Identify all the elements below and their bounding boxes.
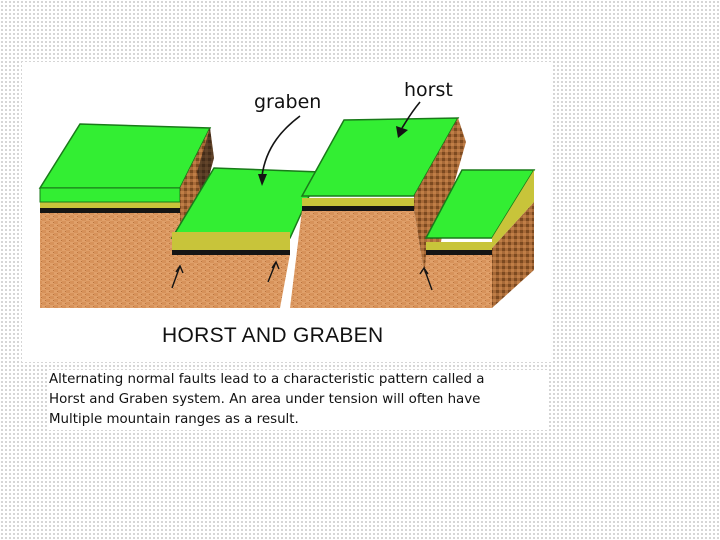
diagram-title: HORST AND GRABEN bbox=[162, 324, 383, 347]
horst-label: horst bbox=[404, 79, 453, 101]
caption-text: Alternating normal faults lead to a char… bbox=[49, 370, 549, 430]
caption-line: Multiple mountain ranges as a result. bbox=[49, 412, 299, 427]
caption-line: Alternating normal faults lead to a char… bbox=[49, 372, 485, 387]
label-pointer-arrows bbox=[258, 101, 421, 186]
caption-line: Horst and Graben system. An area under t… bbox=[49, 392, 481, 407]
horst-graben-diagram: graben horst HORST AND GRABEN bbox=[38, 79, 536, 347]
fault-arrows bbox=[171, 260, 433, 291]
right-graben-block bbox=[422, 169, 536, 308]
left-horst-block bbox=[38, 123, 212, 308]
left-graben-block bbox=[170, 167, 322, 308]
diagram-panel: graben horst HORST AND GRABEN bbox=[22, 62, 552, 362]
graben-label: graben bbox=[254, 91, 321, 113]
